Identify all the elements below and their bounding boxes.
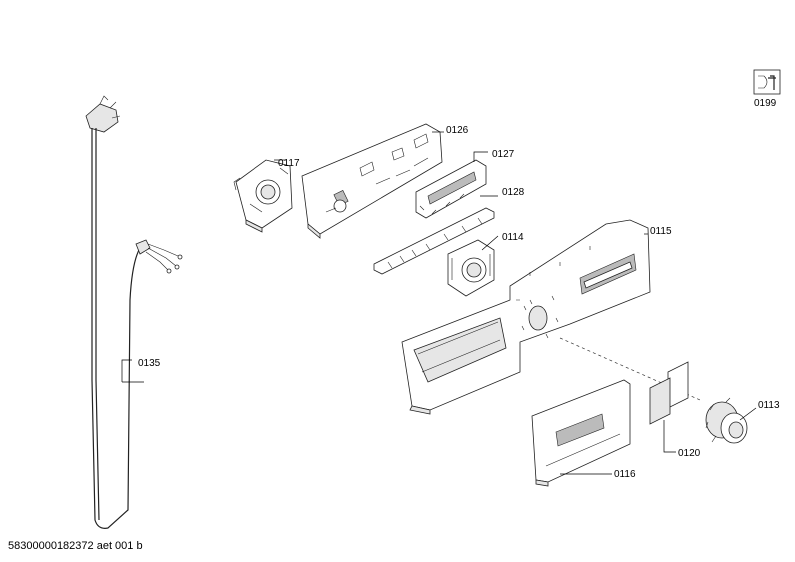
manual-icon xyxy=(758,75,768,89)
knob-holder[interactable] xyxy=(447,239,495,297)
service-icon-ref[interactable] xyxy=(753,69,781,95)
callout-0117: 0117 xyxy=(278,158,300,169)
callout-0115: 0115 xyxy=(650,226,672,237)
callout-0116: 0116 xyxy=(614,469,636,480)
knob[interactable] xyxy=(705,397,748,444)
callout-0128: 0128 xyxy=(502,187,525,198)
drawer-handle[interactable] xyxy=(531,379,631,487)
leader-lines xyxy=(121,131,757,475)
button-strip[interactable] xyxy=(373,207,495,275)
panel-insert[interactable] xyxy=(649,361,689,425)
callout-0113: 0113 xyxy=(758,400,780,411)
callout-0126: 0126 xyxy=(446,125,469,136)
wrench-icon xyxy=(768,75,776,90)
document-code: 58300000182372 aet 001 b xyxy=(8,540,143,552)
display-module[interactable] xyxy=(415,159,487,219)
callout-0127: 0127 xyxy=(492,149,515,160)
power-cord[interactable] xyxy=(85,95,183,529)
callout-0120: 0120 xyxy=(678,448,701,459)
callout-0114: 0114 xyxy=(502,232,524,243)
callout-0199: 0199 xyxy=(754,98,777,109)
bracket[interactable] xyxy=(233,159,293,233)
control-pcb[interactable] xyxy=(301,123,443,239)
control-panel[interactable] xyxy=(401,219,651,415)
callout-0135: 0135 xyxy=(138,358,161,369)
